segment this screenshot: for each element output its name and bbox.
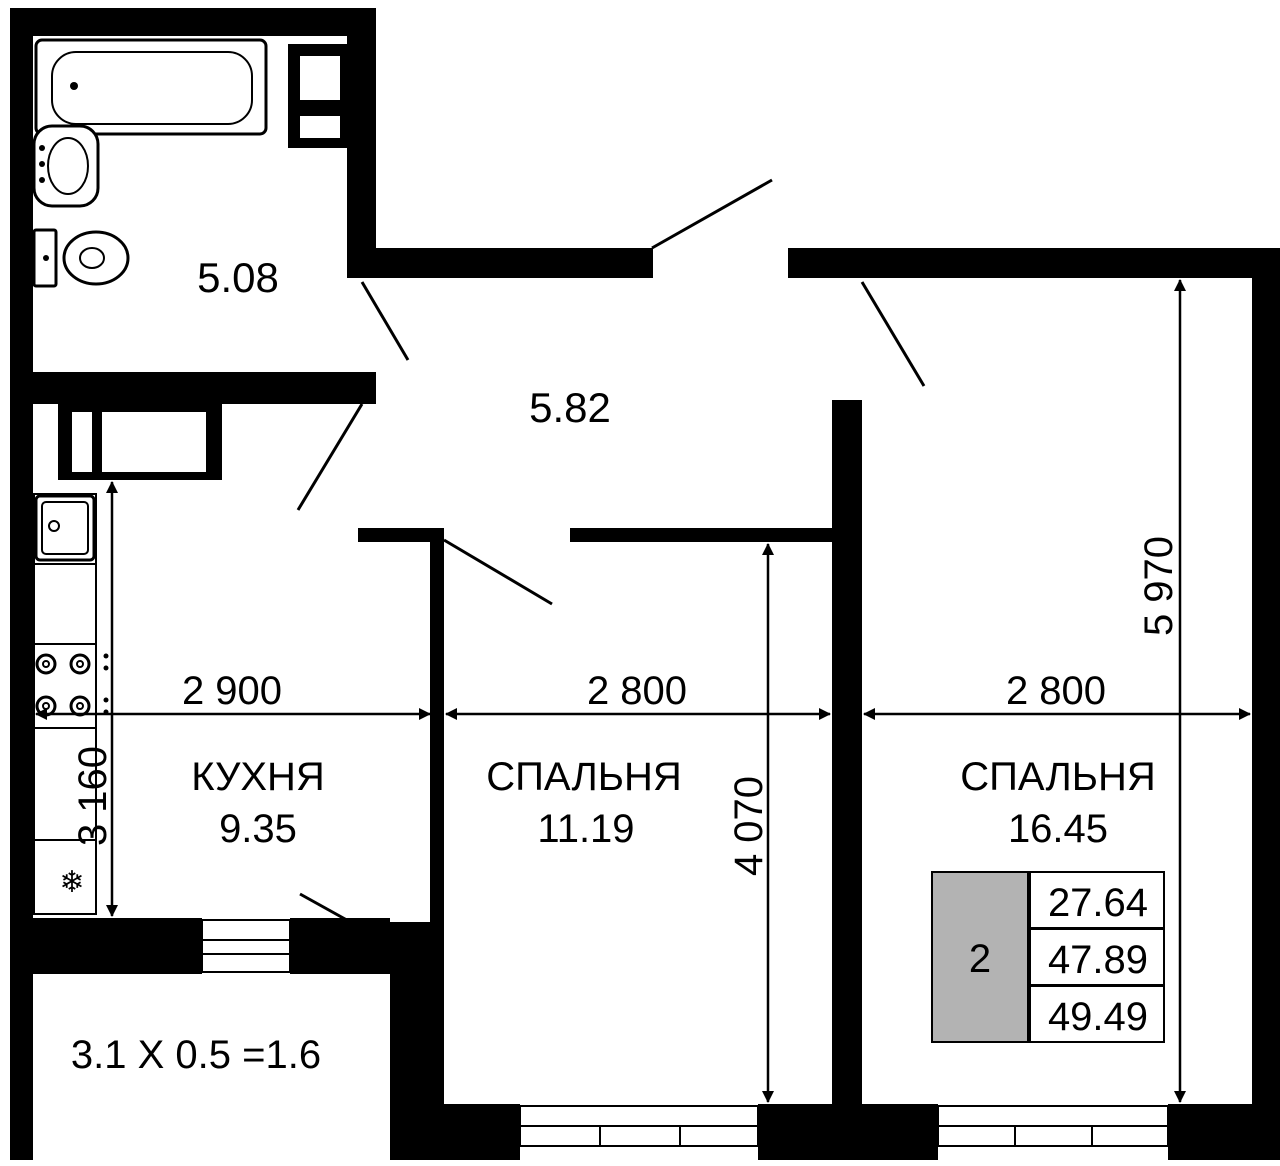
bathroom-area: 5.08 xyxy=(197,254,279,301)
bedroom2-width-label: 2 800 xyxy=(1006,669,1106,713)
toilet xyxy=(32,228,130,288)
dimension-labels: 2 900 2 800 2 800 3 160 4 070 5 970 xyxy=(71,536,1181,876)
total-area: 47.89 xyxy=(1048,938,1148,982)
bedroom2-name: СПАЛЬНЯ xyxy=(960,755,1155,799)
doors xyxy=(296,178,926,946)
room-labels: 5.08 5.82 КУХНЯ 9.35 СПАЛЬНЯ 11.19 СПАЛЬ… xyxy=(59,254,1155,1077)
living-area: 27.64 xyxy=(1048,881,1148,925)
bathtub xyxy=(34,38,268,136)
windows xyxy=(201,919,1169,1147)
total-with-balcony: 49.49 xyxy=(1048,995,1148,1039)
bedroom1-area: 11.19 xyxy=(537,807,634,851)
kitchen-name: КУХНЯ xyxy=(191,755,325,799)
walls xyxy=(10,8,1280,1160)
kitchen-sink xyxy=(34,494,96,562)
stove xyxy=(35,653,109,717)
hall-area: 5.82 xyxy=(529,384,611,431)
room-count: 2 xyxy=(969,937,991,981)
bedroom1-depth-label: 4 070 xyxy=(727,776,771,876)
balcony-formula: 3.1 X 0.5 =1.6 xyxy=(71,1033,321,1077)
bedroom1-name: СПАЛЬНЯ xyxy=(486,755,681,799)
bedroom2-depth-label: 5 970 xyxy=(1137,536,1181,636)
washbasin xyxy=(32,124,100,208)
kitchen-depth-label: 3 160 xyxy=(71,746,115,846)
bedroom1-width-label: 2 800 xyxy=(587,669,687,713)
snowflake-icon: ❄ xyxy=(59,865,84,900)
kitchen-width-label: 2 900 xyxy=(182,669,282,713)
bedroom2-area: 16.45 xyxy=(1008,807,1108,851)
area-summary-table: 2 27.64 47.89 49.49 xyxy=(931,871,1165,1043)
dimension-lines xyxy=(35,279,1251,1103)
kitchen-area: 9.35 xyxy=(219,807,297,851)
